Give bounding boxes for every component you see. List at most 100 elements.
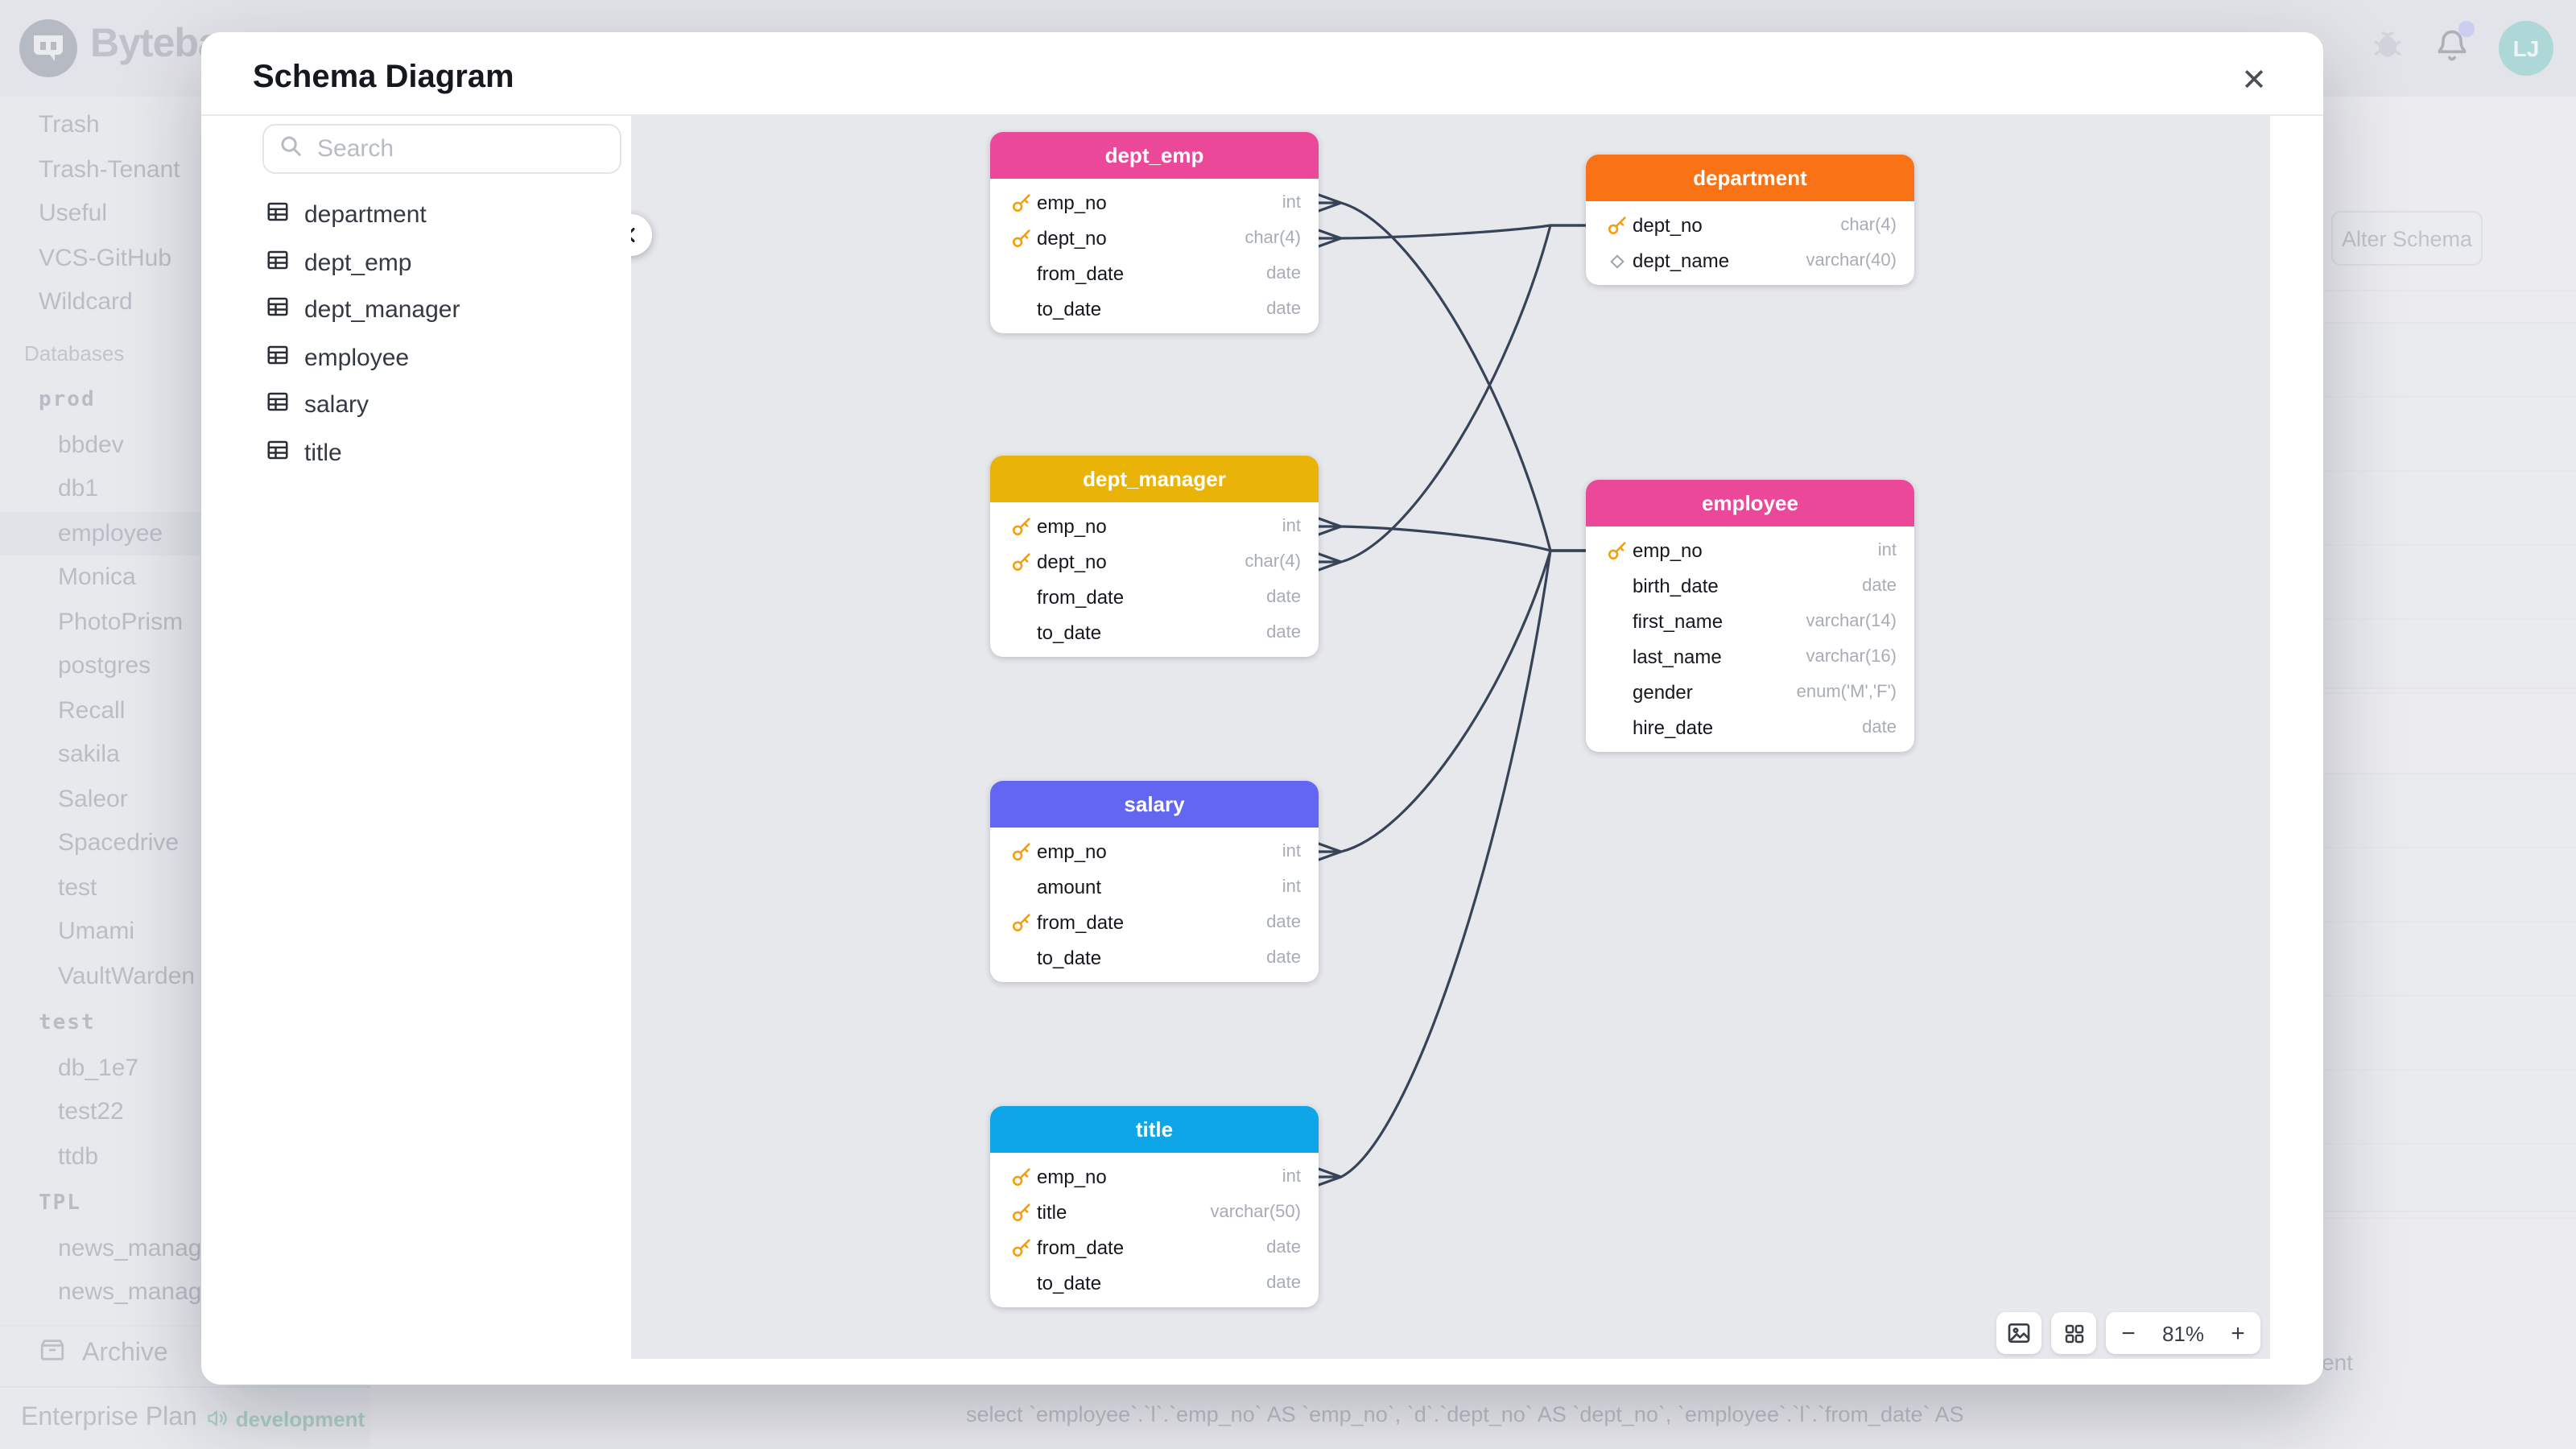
notification-dot (2458, 20, 2475, 36)
zoom-level: 81% (2161, 1321, 2205, 1345)
sidebar-item-db-ttdb[interactable]: ttdb (58, 1142, 99, 1170)
sidebar-item-db-umami[interactable]: Umami (58, 918, 134, 946)
table-icon (266, 343, 290, 374)
table-list-item-employee[interactable]: employee (253, 334, 630, 382)
table-icon (266, 438, 290, 469)
edge-dept_manager-department (1317, 224, 1587, 572)
sql-preview-text: select `employee`.`l`.`emp_no` AS `emp_n… (966, 1402, 1964, 1426)
sidebar-group-test: test (39, 1011, 96, 1036)
table-list-item-dept_manager[interactable]: dept_manager (253, 287, 630, 334)
sidebar-item-trash-tenant[interactable]: Trash-Tenant (39, 155, 180, 184)
table-list-item-dept_emp[interactable]: dept_emp (253, 239, 630, 287)
sidebar-item-db-news_manage[interactable]: news_manage (58, 1278, 216, 1307)
archive-box-icon (39, 1336, 66, 1372)
table-card-title: employee (1586, 480, 1914, 526)
table-list-item-department[interactable]: department (253, 192, 630, 239)
sidebar-item-db-bbdev[interactable]: bbdev (58, 431, 124, 459)
sidebar-item-db-monica[interactable]: Monica (58, 564, 136, 592)
sidebar-item-db-photoprism[interactable]: PhotoPrism (58, 608, 184, 636)
sidebar-item-db-vaultwarden[interactable]: VaultWarden (58, 962, 196, 990)
edge-dept_manager-employee (1317, 517, 1587, 552)
modal-title: Schema Diagram (253, 60, 514, 95)
truncated-background-text: ent (2322, 1349, 2353, 1375)
table-icon (266, 295, 290, 326)
primary-key-icon (1600, 215, 1633, 236)
bug-report-icon[interactable] (2370, 27, 2405, 70)
background-table-panel (2286, 322, 2576, 694)
sidebar-item-db-saleor[interactable]: Saleor (58, 785, 128, 813)
edge-dept_emp-employee (1317, 193, 1587, 552)
primary-key-icon (1005, 912, 1037, 933)
sidebar-item-db-db_1e7[interactable]: db_1e7 (58, 1054, 139, 1082)
index-diamond-icon (1600, 252, 1633, 270)
primary-key-icon (1005, 551, 1037, 572)
export-image-button[interactable] (1996, 1312, 2041, 1354)
table-list-item-title[interactable]: title (253, 429, 630, 477)
edge-title-employee (1317, 549, 1587, 1187)
sidebar-item-db-postgres[interactable]: postgres (58, 652, 151, 680)
primary-key-icon (1005, 516, 1037, 537)
sidebar-item-useful[interactable]: Useful (39, 200, 108, 228)
diagram-controls: − 81% + (1996, 1312, 2260, 1354)
schema-diagram-modal: Schema Diagram ✕ departmentdept_empdept_… (201, 32, 2323, 1385)
sidebar-item-trash[interactable]: Trash (39, 111, 100, 139)
sidebar-group-TPL: TPL (39, 1191, 81, 1216)
sidebar-group-prod: prod (39, 388, 96, 413)
table-list-item-salary[interactable]: salary (253, 382, 630, 429)
bytebase-logo-icon[interactable] (19, 19, 77, 77)
table-card-title: dept_manager (990, 456, 1319, 502)
sidebar-item-db-news_manage[interactable]: news_manage (58, 1234, 216, 1262)
table-list-panel: departmentdept_empdept_manageremployeesa… (253, 116, 633, 1351)
sidebar-item-db-spacedrive[interactable]: Spacedrive (58, 829, 180, 857)
sidebar-item-vcs-github[interactable]: VCS-GitHub (39, 244, 172, 272)
sidebar-item-archive[interactable]: Archive (0, 1325, 370, 1381)
sidebar-item-db-test22[interactable]: test22 (58, 1098, 124, 1126)
table-card-title: salary (990, 781, 1319, 828)
search-input[interactable] (314, 134, 594, 164)
primary-key-icon (1005, 192, 1037, 213)
sidebar-item-db-db1[interactable]: db1 (58, 475, 99, 503)
table-icon (266, 200, 290, 231)
sidebar-item-db-sakila[interactable]: sakila (58, 741, 120, 769)
sidebar-item-db-recall[interactable]: Recall (58, 696, 126, 724)
sidebar-section-databases: Databases (24, 341, 125, 365)
auto-layout-button[interactable] (2051, 1312, 2096, 1354)
avatar[interactable]: LJ (2499, 21, 2553, 76)
table-icon (266, 390, 290, 421)
speaker-icon (208, 1410, 228, 1426)
sidebar-item-db-test[interactable]: test (58, 873, 97, 902)
sidebar-item-wildcard[interactable]: Wildcard (39, 288, 133, 316)
plan-strip: Enterprise Plan development (0, 1386, 391, 1449)
close-icon[interactable]: ✕ (2241, 64, 2267, 97)
zoom-in-button[interactable]: + (2231, 1319, 2245, 1347)
environment-badge[interactable]: development (207, 1406, 365, 1430)
alter-schema-button[interactable]: Alter Schema (2331, 211, 2483, 266)
notifications-bell-icon[interactable] (2434, 20, 2475, 70)
zoom-out-button[interactable]: − (2121, 1319, 2136, 1347)
